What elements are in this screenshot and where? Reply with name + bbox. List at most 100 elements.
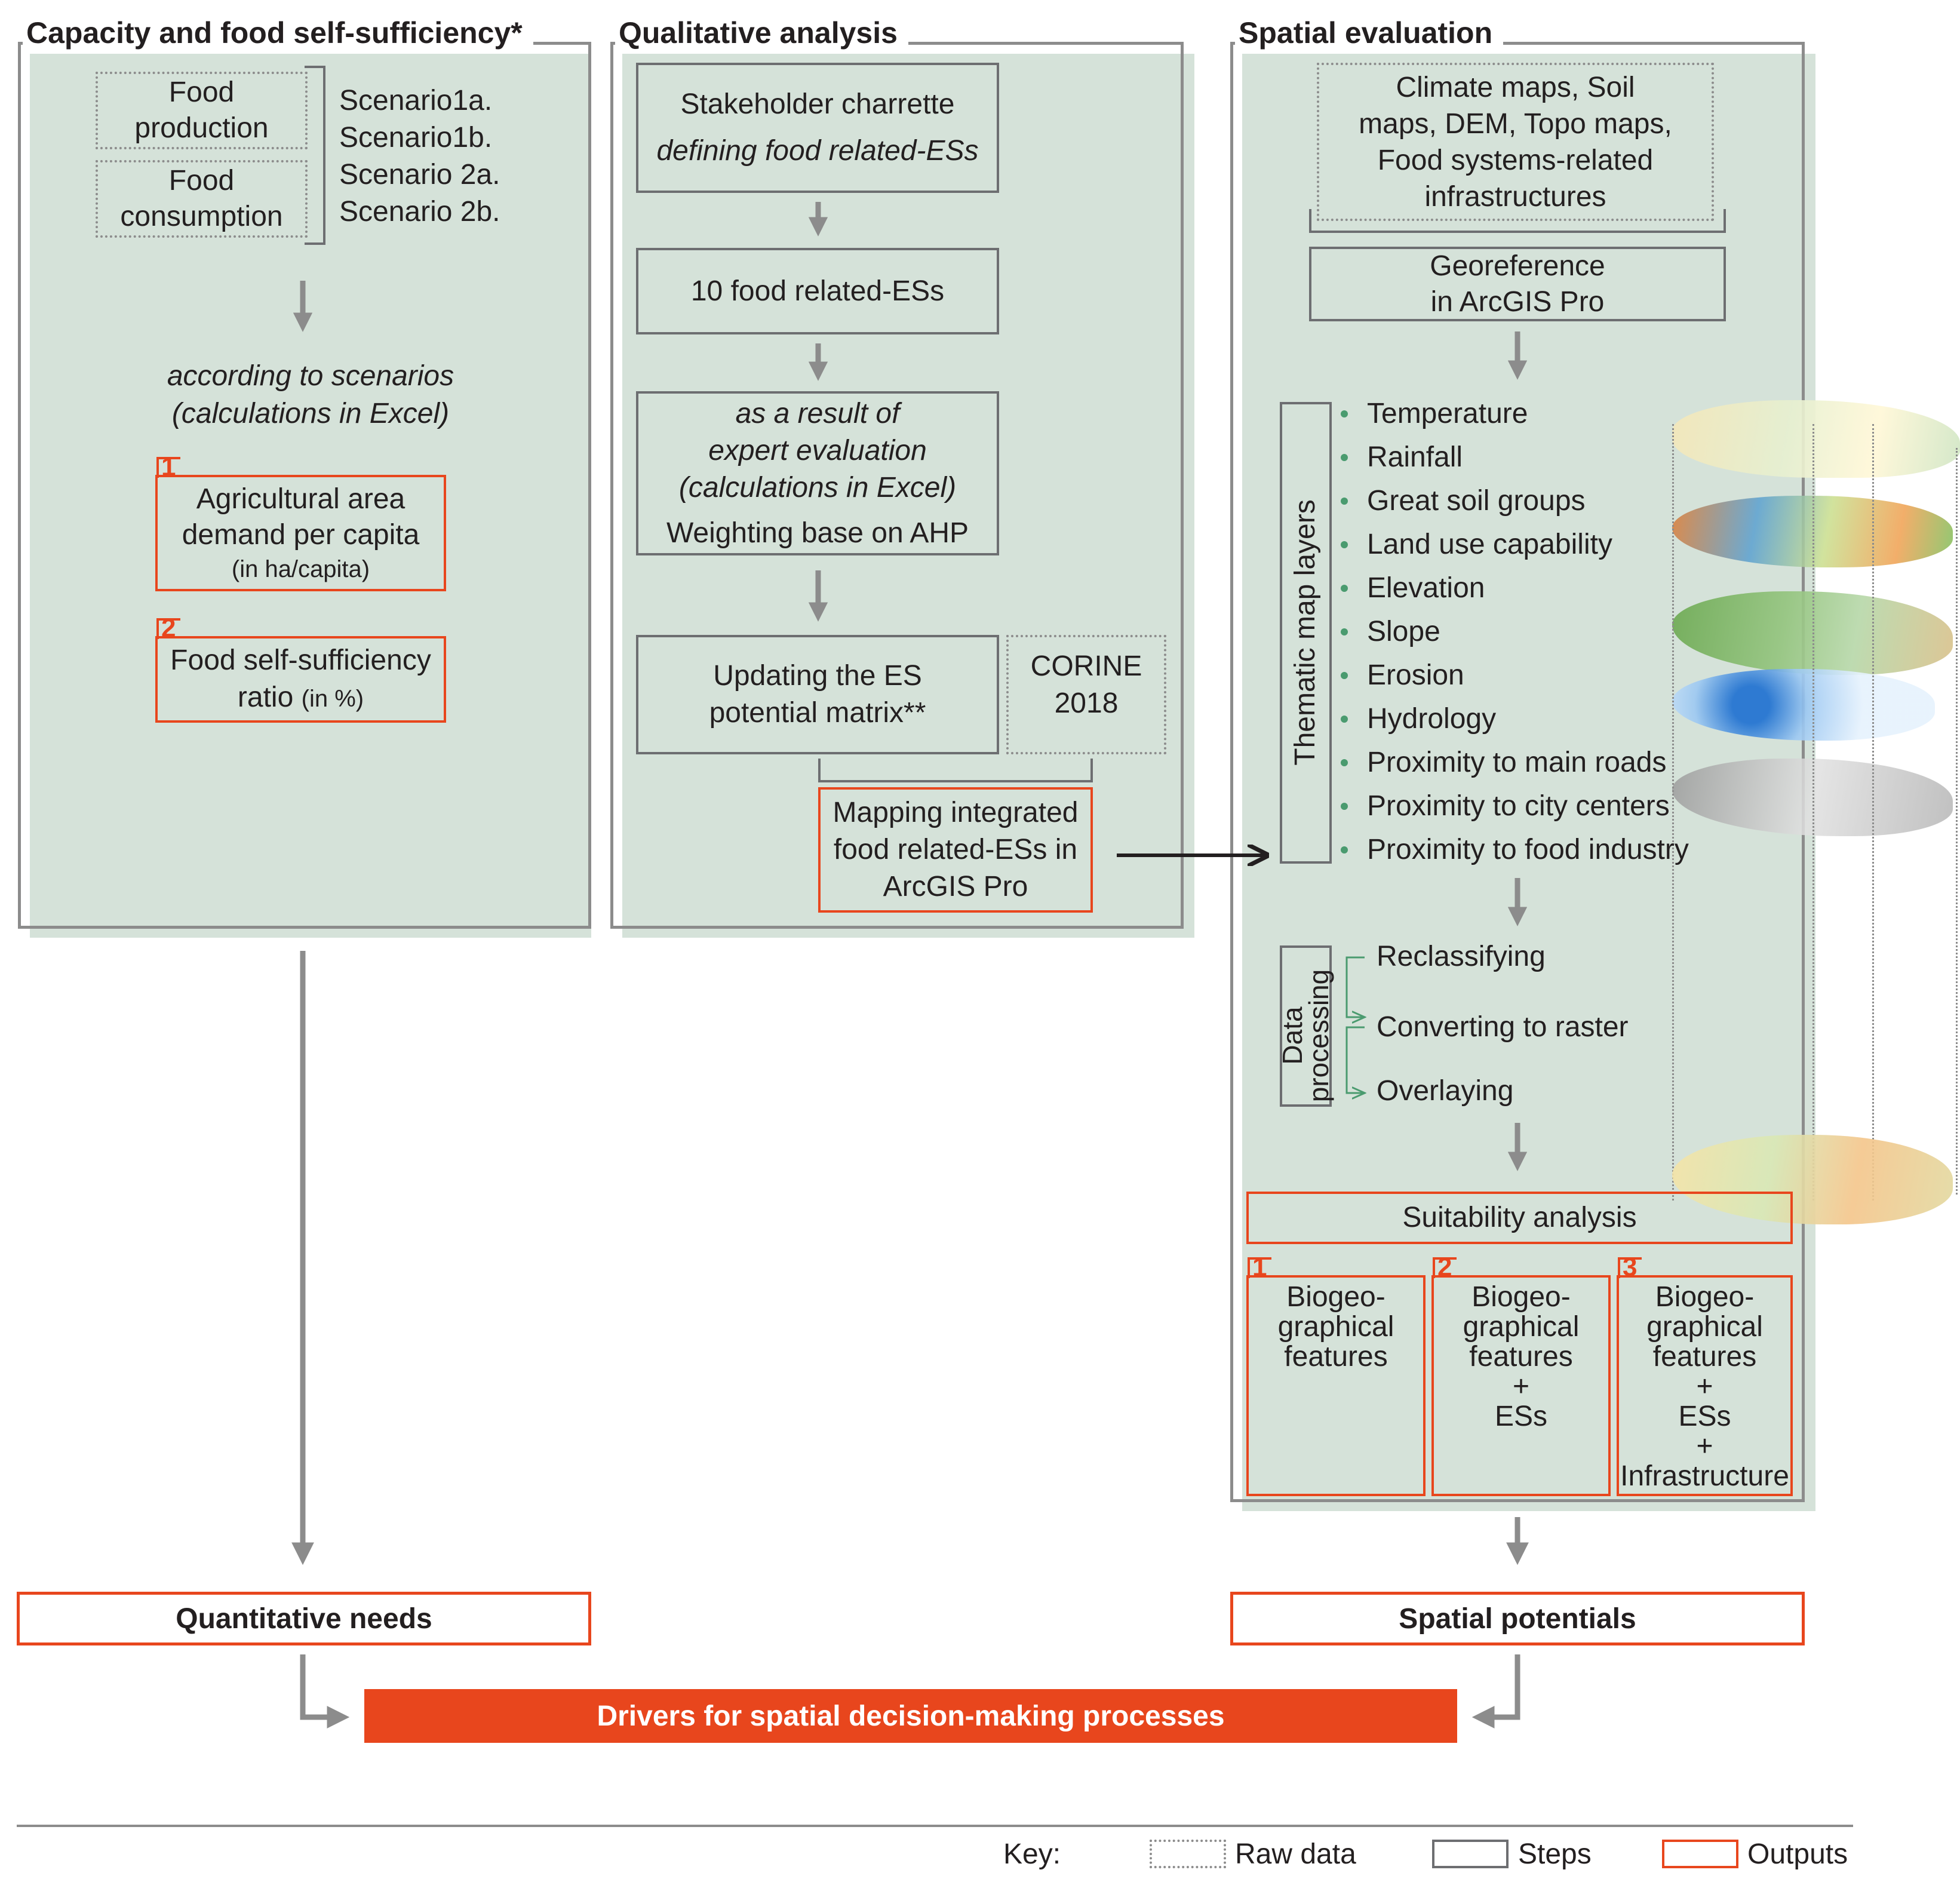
key-steps-label: Steps [1518,1838,1592,1870]
layer-label: Elevation [1367,572,1485,604]
bio3-line: + [1696,1371,1713,1402]
bio2-line: graphical [1463,1311,1580,1343]
bullet-dot-icon [1341,497,1348,505]
raw-maps-line1: Climate maps, Soil [1396,71,1635,103]
quantitative-needs-label: Quantitative needs [176,1602,432,1635]
arrow-elbow [300,1654,350,1729]
ssr-line2: ratio (in %) [238,679,364,717]
raw-food-consumption-line2: consumption [120,201,283,232]
geo-line1: Georeference [1430,250,1605,282]
scenario-item: Scenario1a. [339,85,493,116]
map-stack-guide [1812,424,1814,1201]
output-self-sufficiency: Food self-sufficiency ratio (in %) [155,636,446,723]
map-layer-illustration [1672,669,1935,741]
output-number-1: 1 [161,452,176,481]
output-number-bio3: 3 [1623,1252,1638,1282]
raw-food-production-line1: Food [168,76,235,108]
layer-item: Elevation [1341,566,1689,610]
qualitative-title: Qualitative analysis [615,15,908,51]
step-expert-evaluation: as a result of expert evaluation (calcul… [636,391,999,555]
layer-label: Temperature [1367,398,1528,429]
scenario-item: Scenario 2a. [339,159,500,191]
output-num-bracket [156,457,180,478]
processing-step: Overlaying [1377,1075,1514,1107]
map-layer-illustration [1672,400,1960,478]
expert-line4: Weighting base on AHP [666,517,969,549]
scenario-list: Scenario1a. Scenario1b. Scenario 2a. Sce… [339,82,500,231]
bullet-dot-icon [1341,846,1348,853]
layer-item: Land use capability [1341,523,1689,566]
stakeholder-line1: Stakeholder charrette [680,88,955,120]
processing-connector [1345,1026,1365,1093]
scenario-item: Scenario 2b. [339,196,500,228]
bullet-dot-icon [1341,584,1348,592]
key-steps-swatch [1432,1840,1509,1868]
spatial-frame-top [1230,42,1805,45]
scenario-bracket [305,66,325,245]
processing-step: Converting to raster [1377,1011,1629,1043]
corine-line1: CORINE [1030,650,1142,682]
expert-line3: (calculations in Excel) [678,471,957,503]
ssr-unit: (in %) [301,685,364,712]
layer-item: Proximity to city centers [1341,784,1689,828]
bio3-line: Biogeo- [1655,1281,1755,1313]
bio3-line: Infrastructure [1620,1460,1789,1492]
step-updating-es-matrix: Updating the ES potential matrix** [636,635,999,754]
layer-label: Proximity to main roads [1367,747,1667,778]
map-stack-guide [1956,448,1958,1195]
mapping-line2: food related-ESs in [833,834,1078,865]
layer-item: Hydrology [1341,697,1689,741]
raw-climate-soil-maps: Climate maps, Soil maps, DEM, Topo maps,… [1317,63,1714,221]
bio1-line: graphical [1277,1311,1394,1343]
bio3-line: graphical [1646,1311,1763,1343]
raw-maps-line2: maps, DEM, Topo maps, [1359,108,1672,140]
bio1-line: features [1284,1341,1388,1373]
layer-item: Slope [1341,610,1689,653]
suitability-label: Suitability analysis [1402,1202,1637,1233]
bio3-line: ESs [1678,1401,1731,1432]
raw-food-production-line2: production [134,112,269,144]
output-num-bracket [1248,1257,1271,1278]
qualitative-panel-fill [622,54,1194,938]
bullet-dot-icon [1341,715,1348,723]
map-layer-illustration [1672,1135,1953,1224]
layer-item: Proximity to food industry [1341,828,1689,871]
drivers-label: Drivers for spatial decision-making proc… [597,1700,1225,1732]
bullet-dot-icon [1341,802,1348,810]
agri-unit: (in ha/capita) [231,555,370,582]
raw-maps-line3: Food systems-related [1377,144,1654,176]
layer-label: Rainfall [1367,441,1463,473]
agri-line1: Agricultural area [196,483,405,515]
output-biogeo-2: Biogeo- graphical features + ESs [1431,1275,1611,1496]
geo-line2: in ArcGIS Pro [1430,285,1605,318]
qualitative-panel-frame [610,42,1184,929]
arrow-elbow [1471,1654,1520,1729]
data-processing-label-box [1280,945,1332,1107]
output-number-bio1: 1 [1252,1252,1267,1282]
output-num-bracket [156,618,180,639]
bullet-dot-icon [1341,759,1348,766]
according-line2: (calculations in Excel) [171,398,450,429]
layer-item: Proximity to main roads [1341,741,1689,784]
bio1-line: Biogeo- [1286,1281,1385,1313]
output-mapping-integrated: Mapping integrated food related-ESs in A… [818,787,1093,913]
bullet-dot-icon [1341,628,1348,635]
layer-label: Great soil groups [1367,485,1586,517]
bio2-line: + [1512,1371,1530,1402]
expert-line2: expert evaluation [708,434,927,466]
processing-connector [1345,956,1365,1017]
spatial-potentials-label: Spatial potentials [1399,1602,1636,1635]
key-raw-swatch [1150,1840,1226,1868]
mapping-line3: ArcGIS Pro [883,871,1028,902]
layer-item: Temperature [1341,392,1689,435]
layer-label: Slope [1367,616,1440,647]
bullet-dot-icon [1341,541,1348,548]
key-outputs-label: Outputs [1747,1838,1848,1870]
key-outputs-swatch [1662,1840,1738,1868]
according-to-scenarios: according to scenarios (calculations in … [84,357,537,432]
matrix-bracket [818,759,1093,782]
bio3-line: + [1696,1430,1713,1462]
ssr-ratio: ratio [237,681,294,713]
corine-line2: 2018 [1054,687,1119,719]
capacity-title: Capacity and food self-sufficiency* [23,15,533,51]
